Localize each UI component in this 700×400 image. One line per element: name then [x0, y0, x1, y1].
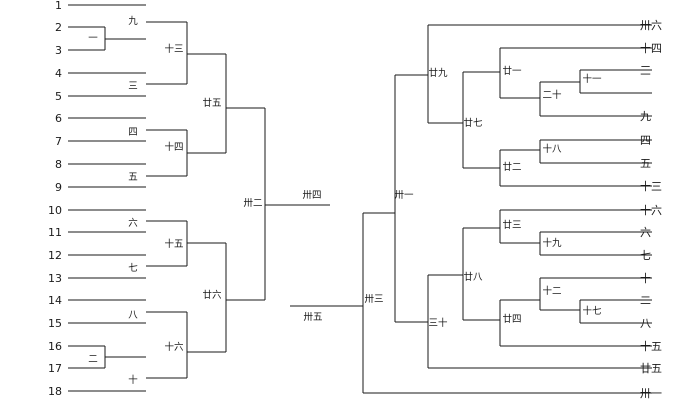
right-node-labels: 卅五 卅三 卅一 廿九 廿七 廿一 二十 十一 十八 廿二 三十 廿八 廿三 十… — [303, 65, 602, 329]
leaf-number: 8 — [55, 158, 62, 171]
leaf-number: 3 — [55, 44, 62, 57]
node-label: 卅二 — [243, 198, 262, 209]
node-label: 廿四 — [502, 313, 521, 325]
node-label: 十六 — [164, 341, 184, 353]
node-label: 廿六 — [202, 289, 222, 301]
leaf-number: 16 — [48, 340, 62, 353]
leaf-number: 9 — [55, 181, 62, 194]
node-label: 二十 — [542, 89, 562, 101]
node-label: 廿三 — [502, 219, 521, 231]
right-leaf-label: 一 — [640, 87, 651, 100]
node-label: 六 — [128, 217, 138, 229]
right-leaf-label: 九 — [640, 110, 651, 123]
node-label: 十七 — [582, 305, 602, 317]
leaf-number: 15 — [48, 317, 62, 330]
node-label: 廿八 — [463, 271, 483, 283]
node-label: 九 — [128, 15, 138, 27]
node-label: 卅三 — [364, 294, 383, 305]
right-leaf-label: 二 — [640, 294, 651, 307]
right-leaf-label: 卅一 — [640, 387, 662, 400]
node-label: 廿九 — [428, 67, 448, 79]
right-leaf-label: 七 — [640, 249, 651, 262]
node-label: 二 — [88, 354, 98, 365]
node-label: 廿七 — [463, 117, 483, 129]
right-leaf-label: 三 — [640, 64, 651, 77]
node-label: 三 — [128, 81, 138, 92]
right-leaf-label: 卅六 — [640, 19, 662, 32]
leaf-number: 5 — [55, 90, 62, 103]
node-label: 廿二 — [502, 161, 521, 173]
node-label: 十四 — [164, 141, 183, 153]
leaf-number: 6 — [55, 112, 62, 125]
right-leaf-label: 十六 — [640, 203, 662, 217]
node-label: 三十 — [428, 317, 448, 329]
leaf-number: 17 — [48, 362, 62, 375]
node-label: 七 — [128, 263, 138, 274]
node-label: 十九 — [542, 237, 562, 249]
node-label: 十五 — [164, 238, 183, 250]
leaf-number: 12 — [48, 249, 62, 262]
leaf-number: 18 — [48, 385, 62, 398]
right-leaf-label: 五 — [640, 157, 651, 170]
bracket-lines — [68, 4, 652, 394]
node-label: 十八 — [542, 143, 562, 155]
node-label: 八 — [128, 310, 138, 321]
node-label: 卅四 — [302, 190, 321, 201]
node-label: 十一 — [582, 73, 602, 85]
node-label: 廿五 — [202, 97, 221, 109]
node-label: 卅一 — [394, 190, 414, 201]
node-label: 五 — [128, 172, 138, 183]
node-label: 十 — [128, 374, 138, 386]
node-label: 十三 — [164, 43, 183, 55]
leaf-number: 2 — [55, 21, 62, 34]
right-leaf-label: 十五 — [640, 339, 662, 353]
right-leaf-label: 四 — [640, 134, 651, 147]
node-label: 四 — [128, 127, 138, 138]
right-leaf-label: 十 — [640, 271, 651, 285]
left-node-labels: 九 一 十三 三 廿五 四 十四 五 卅二 卅四 六 十五 七 廿六 八 十六 … — [88, 15, 321, 386]
leaf-number: 4 — [55, 67, 62, 80]
node-label: 一 — [88, 33, 98, 44]
leaf-number: 1 — [55, 0, 62, 12]
right-leaf-label: 廿五 — [640, 362, 662, 375]
leaf-number: 10 — [48, 204, 62, 217]
right-leaf-labels: 卅六 十四 三 一 九 四 五 十三 十六 六 七 十 二 八 十五 廿五 卅一 — [640, 19, 662, 400]
leaf-number: 13 — [48, 272, 62, 285]
right-leaf-label: 十四 — [640, 41, 662, 55]
right-leaf-label: 八 — [640, 317, 651, 330]
right-leaf-label: 十三 — [640, 179, 662, 193]
leaf-number: 11 — [48, 226, 62, 239]
right-leaf-label: 六 — [640, 226, 651, 239]
leaf-number: 7 — [55, 135, 62, 148]
left-leaf-numbers: 1 2 3 4 5 6 7 8 9 10 11 12 13 14 15 16 1… — [48, 0, 62, 398]
leaf-number: 14 — [48, 294, 62, 307]
node-label: 十二 — [542, 285, 561, 297]
node-label: 卅五 — [303, 312, 322, 323]
node-label: 廿一 — [502, 65, 522, 77]
